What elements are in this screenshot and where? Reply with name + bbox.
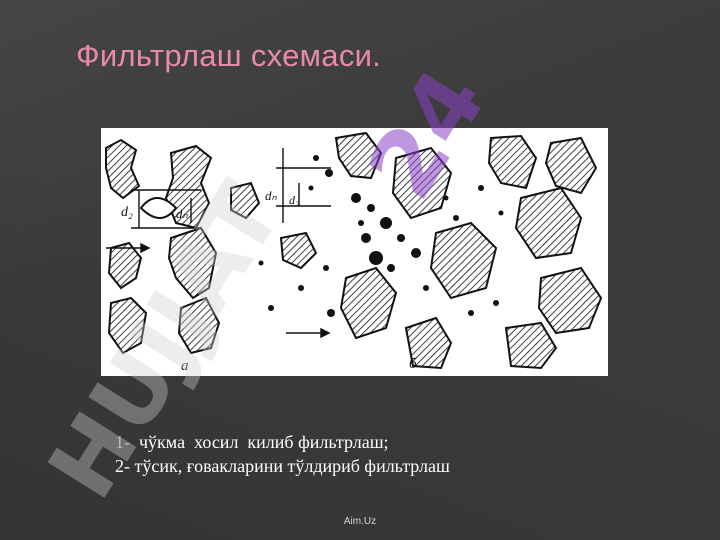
caption-line-1-text: чўкма хосил килиб фильтрлаш; (130, 432, 389, 452)
panel-label-a: a (181, 358, 189, 374)
footer-source: Aim.Uz (343, 516, 377, 527)
dim-label-d2-b: d₂ (289, 193, 299, 207)
dim-label-dn-a: dₙ (176, 206, 189, 221)
sediment-dots (258, 155, 504, 317)
panel-b-dimensions (276, 148, 331, 339)
caption-line-2: 2- тўсик, ғовакларини тўлдириб фильтрлаш (115, 456, 450, 476)
panel-label-b: б (409, 356, 417, 372)
panel-a-particles (105, 138, 261, 355)
slide-title: Фильтрлаш схемаси. (76, 38, 382, 73)
filtration-diagram: d₂ dₙ a (101, 128, 608, 376)
figure-caption: 1- чўкма хосил килиб фильтрлаш; 2- тўсик… (115, 430, 450, 478)
dim-label-dn-b: dₙ (265, 188, 278, 203)
dim-label-d2-a: d₂ (121, 205, 133, 220)
caption-line-1: 1- чўкма хосил килиб фильтрлаш; (115, 430, 450, 454)
panel-a-dimensions (106, 189, 201, 254)
caption-line-1-number: 1- (115, 432, 130, 452)
panel-b-particles (279, 131, 603, 370)
